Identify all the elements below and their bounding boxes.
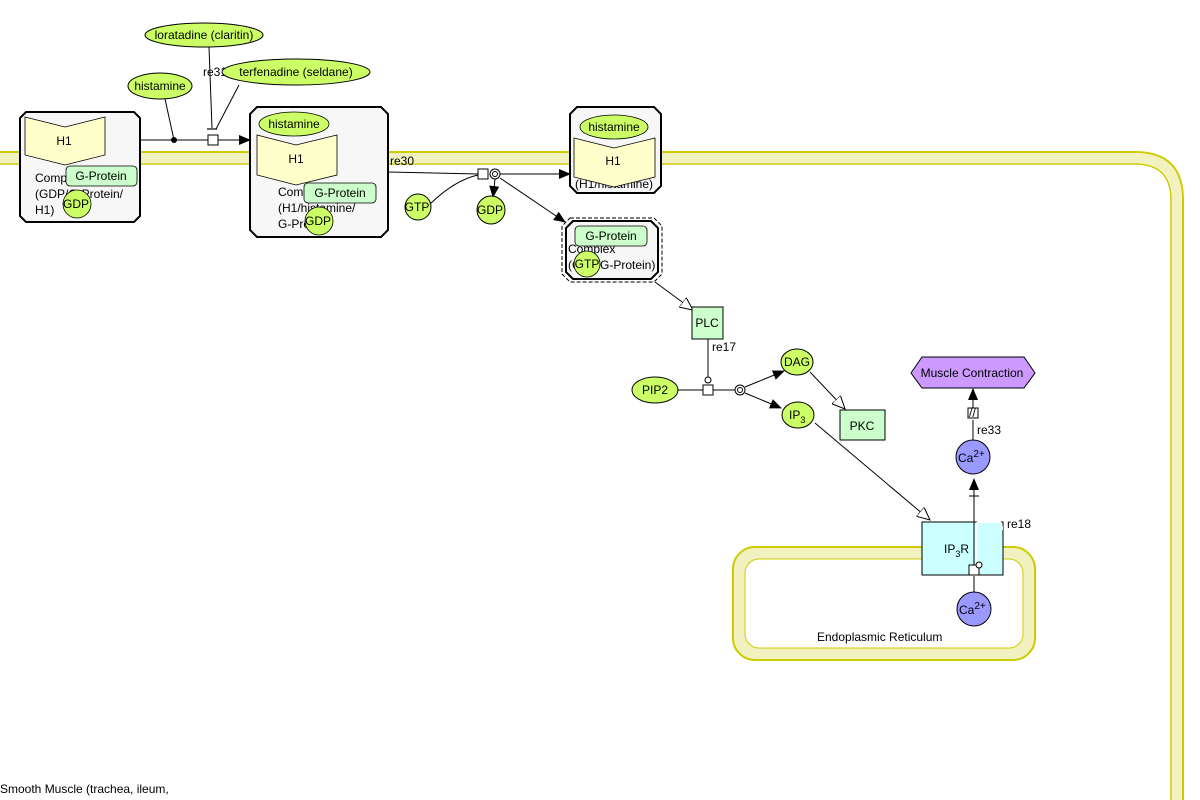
species-dag[interactable]: DAG xyxy=(780,348,814,376)
reaction-label-re33: re33 xyxy=(977,423,1001,437)
ip3r-label: IP3R xyxy=(944,542,969,559)
species-gdp[interactable]: GDP xyxy=(476,195,506,225)
ion-ca2-cytosol[interactable]: Ca2+ xyxy=(955,439,991,475)
protein-gprotein[interactable] xyxy=(574,225,648,247)
svg-text:GDP: GDP xyxy=(63,197,89,211)
ion-ca2-er[interactable]: Ca2+ xyxy=(956,591,992,627)
protein-gprotein[interactable] xyxy=(65,165,138,187)
reaction-re30[interactable] xyxy=(387,168,571,223)
reaction-label-re17: re17 xyxy=(712,340,736,354)
complex-h1-histamine[interactable]: (H1/histamine) H1 histamine xyxy=(569,106,662,194)
reaction-node-re17[interactable] xyxy=(702,384,714,396)
catalysis-edge-gprotein-plc[interactable] xyxy=(654,281,693,310)
svg-text:GDP: GDP xyxy=(477,203,503,217)
svg-text:H1: H1 xyxy=(605,154,621,168)
svg-text:loratadine (claritin): loratadine (claritin) xyxy=(155,28,254,42)
species-gdp[interactable] xyxy=(304,206,334,236)
species-gdp[interactable] xyxy=(62,189,92,219)
reaction-label-re31: re31 xyxy=(203,65,227,79)
phenotype-muscle-contraction[interactable]: Muscle Contraction xyxy=(910,356,1036,389)
reaction-label-re30: re30 xyxy=(390,154,414,168)
species-gtp[interactable] xyxy=(573,250,601,278)
unknown-transition-mark: // xyxy=(969,406,976,420)
reaction-node-re18[interactable] xyxy=(968,564,980,576)
complex-gtp-gprotein[interactable]: Complex (GTP/G-Protein) G-Protein GTP xyxy=(561,217,663,283)
receptor-h1[interactable] xyxy=(573,137,656,188)
reaction-node-re33[interactable] xyxy=(967,407,979,419)
svg-text:Muscle Contraction: Muscle Contraction xyxy=(921,366,1024,380)
protein-plc[interactable]: PLC xyxy=(691,306,724,340)
species-histamine[interactable] xyxy=(258,111,330,137)
reactant-dot xyxy=(171,137,177,143)
svg-text:Comp: Comp xyxy=(278,185,310,199)
reaction-re31[interactable] xyxy=(140,46,251,146)
reaction-re17[interactable] xyxy=(678,339,785,409)
svg-text:G-Protein: G-Protein xyxy=(75,169,126,183)
species-loratadine[interactable]: loratadine (claritin) xyxy=(144,22,264,48)
svg-text:Ca2+: Ca2+ xyxy=(958,449,985,465)
svg-text:Ca2+: Ca2+ xyxy=(959,601,986,617)
svg-text:PKC: PKC xyxy=(850,419,875,433)
svg-text:histamine: histamine xyxy=(268,117,320,131)
catalysis-edge-dag-pkc[interactable] xyxy=(809,371,845,409)
svg-text:H1): H1) xyxy=(35,203,54,217)
species-histamine[interactable]: histamine xyxy=(127,72,193,100)
svg-text:G-Protein: G-Protein xyxy=(585,229,636,243)
species-histamine[interactable] xyxy=(579,114,649,140)
reaction-re33[interactable]: // xyxy=(967,388,979,440)
catalysis-edge-ip3-ip3r[interactable] xyxy=(814,422,930,520)
cell-compartment-label: Smooth Muscle (trachea, ileum, xyxy=(0,782,169,796)
complex-h1-histamine-gprotein[interactable]: H1 histamine Comp (H1/histamine/ G-Pro G… xyxy=(249,106,389,238)
reaction-node-re31[interactable] xyxy=(207,134,219,146)
svg-text:H1: H1 xyxy=(288,152,304,166)
species-pip2[interactable]: PIP2 xyxy=(631,376,679,404)
ip3r-channel[interactable] xyxy=(921,521,1004,576)
svg-text:PLC: PLC xyxy=(695,316,719,330)
svg-text:H1: H1 xyxy=(56,134,72,148)
svg-text:GTP: GTP xyxy=(575,257,600,271)
svg-text:GTP: GTP xyxy=(405,200,430,214)
species-gtp[interactable]: GTP xyxy=(404,193,432,221)
svg-text:G-Protein: G-Protein xyxy=(314,186,365,200)
reaction-re18[interactable] xyxy=(921,478,1004,592)
receptor-h1[interactable] xyxy=(24,116,106,166)
reaction-node-re30[interactable] xyxy=(477,168,489,180)
svg-text:histamine: histamine xyxy=(588,120,640,134)
protein-gprotein[interactable] xyxy=(303,182,377,204)
svg-text:G-Pro: G-Pro xyxy=(278,217,310,231)
species-terfenadine[interactable]: terfenadine (seldane) xyxy=(221,58,371,86)
species-ip3[interactable]: IP3 xyxy=(781,401,815,429)
svg-text:GDP: GDP xyxy=(305,214,331,228)
svg-text:terfenadine (seldane): terfenadine (seldane) xyxy=(239,65,352,79)
receptor-h1[interactable] xyxy=(256,134,338,186)
svg-text:DAG: DAG xyxy=(784,355,810,369)
er-compartment-label: Endoplasmic Reticulum xyxy=(817,630,942,644)
cell-compartment[interactable] xyxy=(0,151,1184,800)
reaction-label-re18: re18 xyxy=(1007,517,1031,531)
svg-text:Comp: Comp xyxy=(35,171,67,185)
svg-text:IP3: IP3 xyxy=(789,408,805,425)
complex-gdp-gprotein-h1[interactable]: H1 Comp (GDP/G-Protein/ H1) G-Protein GD… xyxy=(19,111,141,223)
protein-pkc[interactable]: PKC xyxy=(839,409,886,441)
svg-text:histamine: histamine xyxy=(134,79,186,93)
svg-text:PIP2: PIP2 xyxy=(642,383,668,397)
